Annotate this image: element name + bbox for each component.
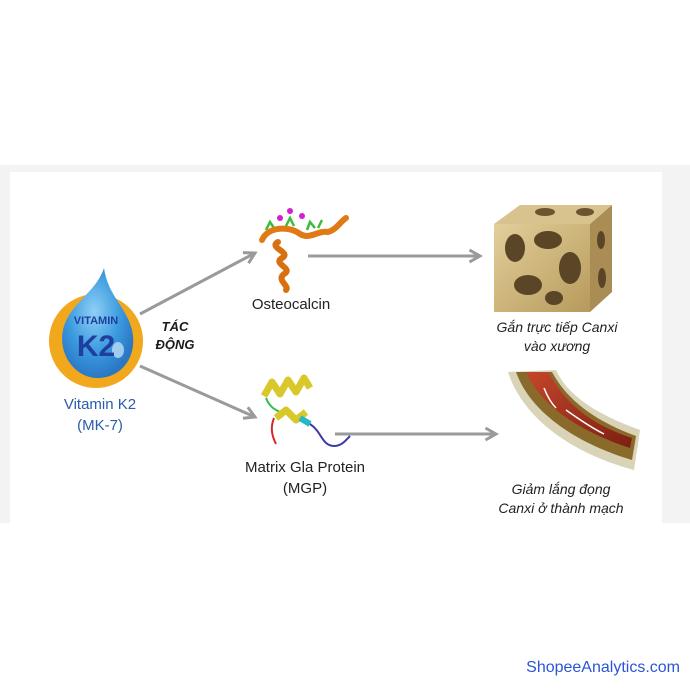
- arrow-k2-to-mgp: [139, 364, 258, 420]
- osteocalcin-caption: Osteocalcin: [226, 295, 356, 315]
- mgp-caption: Matrix Gla Protein (MGP): [220, 457, 390, 499]
- vitamin-badge-small: VITAMIN: [74, 315, 118, 327]
- vitamin-k2-caption: Vitamin K2 (MK-7): [40, 394, 160, 436]
- mgp-abbrev: (MGP): [282, 480, 328, 497]
- arrow-k2-to-osteocalcin: [139, 251, 258, 316]
- blood-vessel-icon: [508, 370, 640, 470]
- watermark: ShopeeAnalytics.com: [526, 659, 680, 676]
- vitamin-badge-big: K2: [77, 330, 115, 363]
- bone-effect-line2: vào xương: [523, 338, 591, 354]
- vessel-effect-line2: Canxi ở thành mạch: [498, 500, 624, 516]
- vitamin-k2-drop-icon: VITAMIN K2: [49, 268, 143, 388]
- action-label: TÁC ĐỘNG: [148, 318, 202, 354]
- mgp-name: Matrix Gla Protein: [244, 459, 366, 476]
- osteocalcin-name: Osteocalcin: [251, 296, 331, 313]
- vitamin-k2-form: (MK-7): [77, 417, 123, 434]
- bone-cube-icon: [494, 205, 612, 312]
- mgp-protein-icon: [260, 374, 351, 448]
- bone-effect-line1: Gắn trực tiếp Canxi: [496, 319, 618, 335]
- bone-effect-caption: Gắn trực tiếp Canxi vào xương: [472, 318, 642, 356]
- action-label-line1: TÁC: [161, 319, 189, 334]
- osteocalcin-protein-icon: [259, 208, 349, 293]
- vessel-effect-caption: Giảm lắng đọng Canxi ở thành mạch: [476, 480, 646, 518]
- action-label-line2: ĐỘNG: [155, 337, 195, 352]
- vitamin-k2-name: Vitamin K2: [63, 396, 137, 413]
- vessel-effect-line1: Giảm lắng đọng: [511, 481, 611, 497]
